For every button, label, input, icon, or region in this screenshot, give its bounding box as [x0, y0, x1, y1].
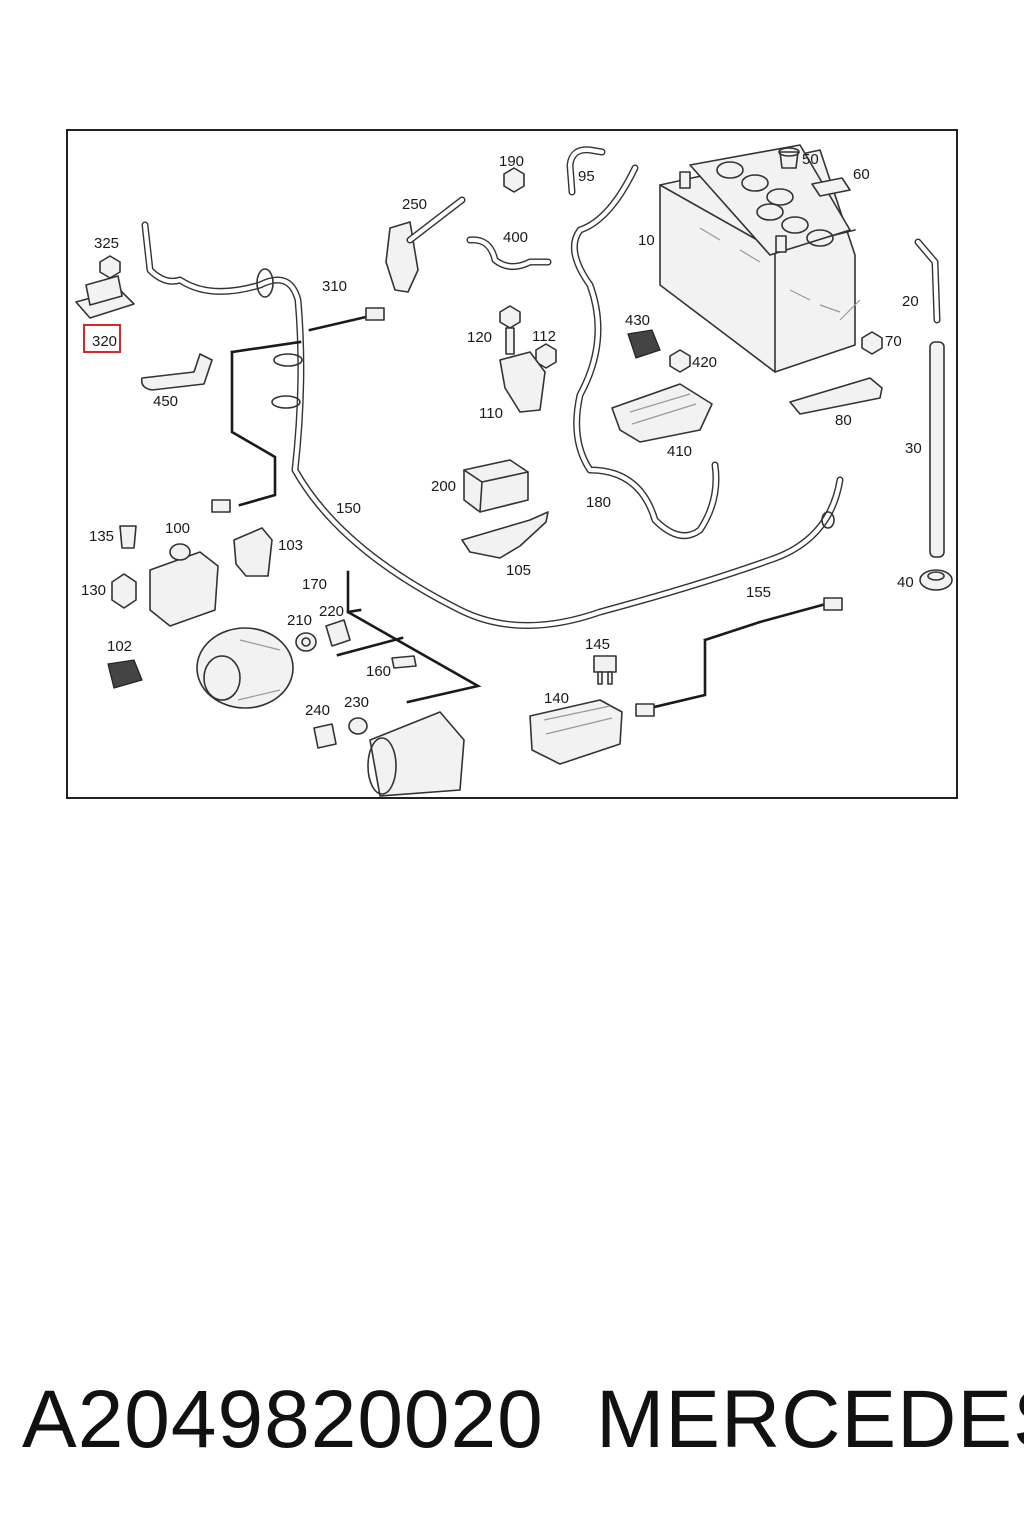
grommet	[919, 569, 953, 591]
callout-40: 40	[897, 574, 914, 591]
bracket-320	[75, 275, 135, 319]
callout-10: 10	[638, 232, 655, 249]
callout-103: 103	[278, 537, 303, 554]
callout-450: 450	[153, 393, 178, 410]
nut-420	[669, 349, 691, 373]
callout-80: 80	[835, 412, 852, 429]
callout-400: 400	[503, 229, 528, 246]
nut-70	[861, 331, 883, 355]
vent-tube	[929, 341, 945, 558]
callout-135: 135	[89, 528, 114, 545]
cap-50	[778, 147, 800, 169]
callout-325: 325	[94, 235, 119, 252]
nut-135	[119, 525, 137, 549]
callout-210: 210	[287, 612, 312, 629]
cable-400	[466, 236, 552, 270]
callout-50: 50	[802, 151, 819, 168]
bracket-105	[461, 511, 549, 559]
nut-325	[99, 255, 121, 279]
callout-140: 140	[544, 690, 569, 707]
part-number: A2049820020	[22, 1374, 544, 1465]
bracket-450	[140, 353, 213, 391]
diagram-frame	[66, 129, 958, 799]
callout-102: 102	[107, 638, 132, 655]
callout-200: 200	[431, 478, 456, 495]
fuse-box-140	[529, 699, 623, 765]
cover-80	[789, 377, 883, 415]
callout-410: 410	[667, 443, 692, 460]
callout-250: 250	[402, 196, 427, 213]
harness-170	[336, 570, 482, 704]
callout-150: 150	[336, 500, 361, 517]
battery	[659, 144, 861, 373]
harness-155	[635, 597, 843, 717]
callout-130: 130	[81, 582, 106, 599]
callout-190: 190	[499, 153, 524, 170]
highlight-box	[83, 324, 121, 353]
fuse-430	[627, 329, 661, 359]
callout-230: 230	[344, 694, 369, 711]
callout-310: 310	[322, 278, 347, 295]
callout-180: 180	[586, 494, 611, 511]
callout-labels: 10 20 30 40 50 60 70 80 95 100 102 103 1…	[81, 151, 922, 719]
callout-105: 105	[506, 562, 531, 579]
starter-motor	[367, 711, 465, 797]
callout-145: 145	[585, 636, 610, 653]
footer: A2049820020 MERCEDES	[0, 1365, 1024, 1475]
callout-240: 240	[305, 702, 330, 719]
parts-diagram: 10 20 30 40 50 60 70 80 95 100 102 103 1…	[75, 144, 953, 797]
callout-110: 110	[479, 405, 503, 422]
nut-220	[325, 619, 351, 647]
callout-100: 100	[165, 520, 190, 537]
sensor-103	[233, 527, 273, 577]
terminal-250	[385, 196, 466, 293]
brand-name: MERCEDES	[596, 1374, 1024, 1465]
callout-160: 160	[366, 663, 391, 680]
washer-210	[295, 632, 317, 652]
nut-190	[503, 167, 525, 193]
callout-420: 420	[692, 354, 717, 371]
nut-130	[111, 573, 137, 609]
plate-60	[811, 177, 851, 197]
small-battery-200	[463, 459, 529, 513]
callout-60: 60	[853, 166, 870, 183]
fuse-box-410	[611, 383, 713, 443]
connector-102	[107, 659, 143, 689]
callout-112: 112	[532, 328, 556, 345]
callout-95: 95	[578, 168, 595, 185]
vent-elbow	[914, 238, 941, 324]
alternator	[196, 627, 294, 709]
holder-110	[499, 351, 546, 413]
relay-100	[149, 543, 219, 627]
callout-30: 30	[905, 440, 922, 457]
callout-430: 430	[625, 312, 650, 329]
callout-70: 70	[885, 333, 902, 350]
callout-20: 20	[902, 293, 919, 310]
callout-120: 120	[467, 329, 492, 346]
cable-95	[566, 146, 720, 540]
callout-155: 155	[746, 584, 771, 601]
bolt-160	[391, 655, 417, 669]
harness-310	[211, 307, 385, 513]
fuse-145	[593, 655, 617, 685]
nut-240	[313, 723, 337, 749]
callout-320: 320	[92, 333, 117, 350]
callout-220: 220	[319, 603, 344, 620]
washer-230	[348, 717, 368, 735]
cable-150	[141, 221, 844, 629]
bolt-120	[499, 305, 521, 355]
callout-170: 170	[302, 576, 327, 593]
